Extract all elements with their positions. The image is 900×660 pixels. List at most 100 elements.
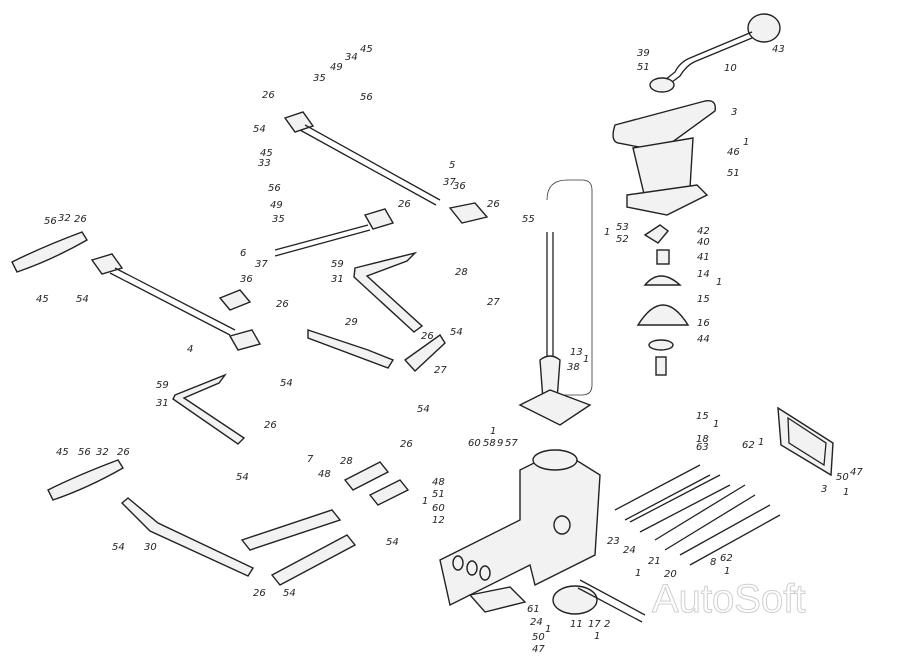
part-number-label: 1 (545, 624, 551, 635)
part-number-label: 7 (307, 454, 314, 465)
part-number-label: 1 (635, 568, 641, 579)
part-number-label: 36 (240, 274, 253, 285)
part-number-label: 54 (386, 537, 399, 548)
part-number-label: 51 (727, 168, 740, 179)
part-number-label: 14 (697, 269, 710, 280)
part-number-label: 57 (505, 438, 518, 449)
part-number-label: 47 (532, 644, 545, 655)
part-number-label: 1 (490, 426, 496, 437)
part-number-label: 54 (450, 327, 463, 338)
part-number-label: 28 (455, 267, 468, 278)
part-number-label: 45 (36, 294, 49, 305)
part-number-label: 1 (724, 566, 730, 577)
part-number-label: 50 (532, 632, 545, 643)
gear-shift-lever (649, 13, 781, 93)
part-number-label: 51 (432, 489, 445, 500)
gearbox-housing (439, 449, 646, 623)
part-number-label: 8 (710, 557, 716, 568)
part-number-label: 26 (487, 199, 500, 210)
part-number-label: 15 (696, 411, 709, 422)
part-number-label: 23 (607, 536, 620, 547)
part-number-label: 45 (260, 148, 273, 159)
part-number-label: 1 (422, 496, 428, 507)
part-number-label: 47 (850, 467, 863, 478)
part-number-label: 1 (604, 227, 610, 238)
part-number-label: 60 (468, 438, 481, 449)
part-number-label: 61 (527, 604, 540, 615)
part-number-label: 17 (588, 619, 601, 630)
part-number-label: 32 (96, 447, 109, 458)
part-number-label: 54 (253, 124, 266, 135)
part-number-label: 58 (483, 438, 496, 449)
part-number-label: 9 (497, 438, 503, 449)
part-number-label: 31 (156, 398, 169, 409)
linkage-rods-lower-7 (240, 461, 410, 586)
part-number-label: 26 (117, 447, 130, 458)
part-number-label: 49 (270, 200, 283, 211)
shift-shaft (518, 179, 593, 426)
part-number-label: 26 (400, 439, 413, 450)
part-number-label: 16 (697, 318, 710, 329)
part-number-label: 55 (522, 214, 535, 225)
part-number-label: 26 (398, 199, 411, 210)
part-number-label: 56 (268, 183, 281, 194)
part-number-label: 54 (280, 378, 293, 389)
part-number-label: 37 (443, 177, 456, 188)
part-number-label: 44 (697, 334, 710, 345)
part-number-label: 11 (570, 619, 583, 630)
part-number-label: 54 (236, 472, 249, 483)
part-number-label: 52 (616, 234, 629, 245)
part-number-label: 27 (487, 297, 500, 308)
levers (11, 231, 446, 577)
part-number-label: 26 (276, 299, 289, 310)
cover-plate (777, 406, 834, 477)
part-number-label: 30 (144, 542, 157, 553)
part-number-label: 1 (843, 487, 849, 498)
part-number-label: 56 (44, 216, 57, 227)
part-number-label: 62 (742, 440, 755, 451)
part-number-label: 18 (696, 434, 709, 445)
part-number-label: 40 (697, 237, 710, 248)
part-number-label: 2 (604, 619, 610, 630)
part-number-label: 35 (313, 73, 326, 84)
part-number-label: 59 (156, 380, 169, 391)
part-number-label: 62 (720, 553, 733, 564)
part-number-label: 1 (594, 631, 600, 642)
part-number-label: 56 (78, 447, 91, 458)
part-number-label: 27 (434, 365, 447, 376)
part-number-label: 45 (56, 447, 69, 458)
part-number-label: 54 (417, 404, 430, 415)
part-number-label: 12 (432, 515, 445, 526)
part-number-label: 35 (272, 214, 285, 225)
part-number-label: 1 (743, 137, 749, 148)
part-number-label: 36 (453, 181, 466, 192)
part-number-label: 38 (567, 362, 580, 373)
part-number-label: 26 (421, 331, 434, 342)
part-number-label: 32 (58, 213, 71, 224)
watermark: AutoSoft (652, 577, 805, 621)
part-number-label: 54 (112, 542, 125, 553)
linkage-rod-upper (283, 111, 489, 224)
part-number-label: 43 (772, 44, 785, 55)
part-number-label: 5 (449, 160, 455, 171)
part-number-label: 46 (727, 147, 740, 158)
part-number-label: 37 (255, 259, 268, 270)
part-number-label: 26 (74, 214, 87, 225)
part-number-label: 13 (570, 347, 583, 358)
part-number-label: 21 (648, 556, 661, 567)
part-number-label: 45 (360, 44, 373, 55)
part-number-label: 49 (330, 62, 343, 73)
part-number-label: 3 (821, 484, 827, 495)
part-number-label: 51 (637, 62, 650, 73)
part-number-label: 1 (716, 277, 722, 288)
part-number-label: 53 (616, 222, 629, 233)
part-number-label: 33 (258, 158, 271, 169)
part-number-label: 1 (583, 354, 589, 365)
gear-shift-cover (612, 100, 716, 216)
part-number-label: 26 (262, 90, 275, 101)
part-number-label: 48 (318, 469, 331, 480)
part-number-label: 1 (713, 419, 719, 430)
